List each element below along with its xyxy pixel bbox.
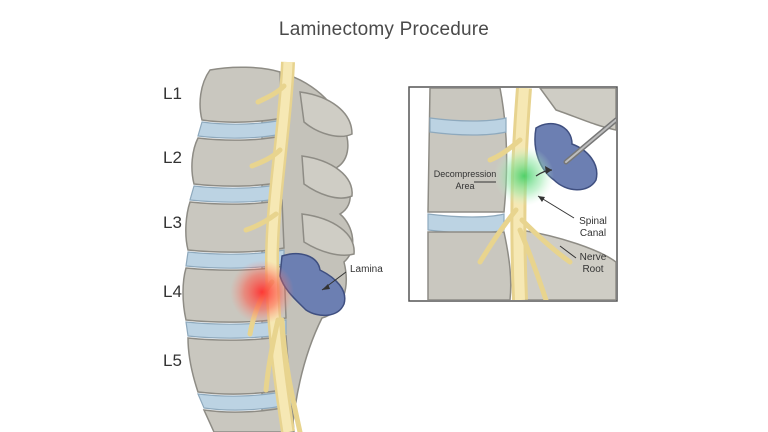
nerve-root-l3 [243,211,279,233]
diagram-title: Laminectomy Procedure [278,19,490,40]
disc-l4-l5 [185,319,287,339]
vertebra-l2 [191,135,283,187]
decompression-area-label-line1: Decompression [433,169,497,179]
vertebra-l5 [187,335,291,395]
nerve-root-l5 [263,317,281,393]
spinal-canal-pointer [537,195,575,219]
level-label-l2: L2 [163,148,182,167]
nerve-root-l2 [249,147,283,169]
spinal-canal-label: Spinal Canal [573,216,613,240]
nerve-root-label-line2: Root [582,264,604,275]
level-label-l5: L5 [163,351,182,370]
lamina-shape [279,252,346,317]
vertebra-l1 [199,66,283,123]
spinous-process-l2 [301,155,353,199]
spine-column [182,61,355,432]
spinous-process-l1 [299,91,353,138]
nerve-root-label: Nerve Root [573,252,613,276]
nerve-root-pointer [559,245,577,259]
spinal-canal-label-line2: Canal [579,228,607,239]
spinous-process-l3 [301,213,355,256]
spinal-canal-label-line1: Spinal [579,216,607,227]
decompression-area-label-line2: Area [455,181,475,191]
lamina-label: Lamina [350,264,383,275]
nerve-root-label-line1: Nerve [579,252,607,263]
level-label-l4: L4 [163,282,182,301]
inset-detail [408,86,618,302]
vertebra-l3 [185,199,285,253]
decompression-glow [494,146,554,206]
nerve-root-l1 [255,83,287,105]
decompression-area-label: Decompression Area [430,168,500,192]
inflammation-glow [230,260,294,324]
level-label-l1: L1 [163,84,182,103]
level-label-l3: L3 [163,213,182,232]
